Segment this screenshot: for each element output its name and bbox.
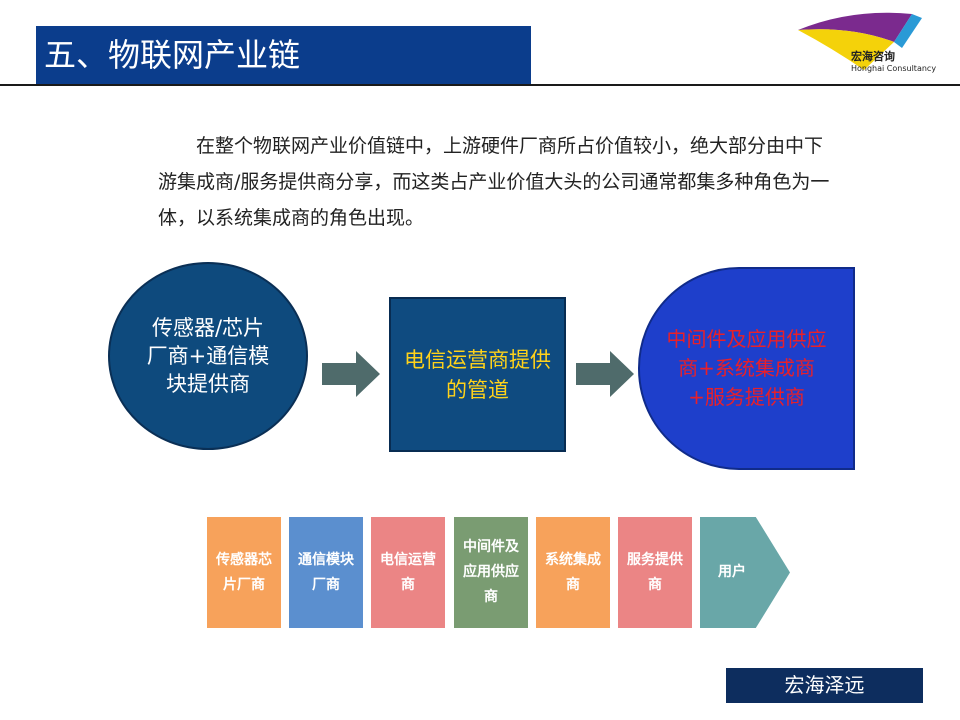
chain-step-service: 服务提供商 [618, 517, 692, 628]
upstream-label: 传感器/芯片厂商+通信模块提供商 [146, 316, 270, 396]
chain-step-label: 中间件及应用供应商 [463, 539, 519, 605]
header-divider [0, 84, 960, 86]
arrow-right-icon [576, 351, 634, 397]
chain-step-sensor: 传感器芯片厂商 [207, 517, 281, 628]
page-title: 五、物联网产业链 [44, 36, 301, 74]
chain-step-label: 系统集成商 [545, 551, 601, 593]
chain-step-label: 用户 [718, 564, 746, 580]
chain-step-module: 通信模块厂商 [289, 517, 363, 628]
chain-step-user: 用户 [700, 517, 790, 628]
chain-step-label: 通信模块厂商 [298, 551, 354, 593]
downstream-label: 中间件及应用供应商+系统集成商+服务提供商 [666, 327, 827, 409]
chain-step-label: 传感器芯片厂商 [216, 551, 272, 593]
title-bar: 五、物联网产业链 [36, 26, 531, 84]
arrow-right-icon [322, 351, 380, 397]
logo-subtitle: Honghai Consultancy [851, 64, 937, 73]
intro-text: 在整个物联网产业价值链中，上游硬件厂商所占价值较小，绝大部分由中下游集成商/服务… [158, 135, 830, 229]
logo-name: 宏海咨询 [851, 50, 895, 63]
intro-paragraph: 在整个物联网产业价值链中，上游硬件厂商所占价值较小，绝大部分由中下游集成商/服务… [158, 128, 838, 236]
upstream-circle: 传感器/芯片厂商+通信模块提供商 [108, 262, 308, 450]
chain-step-label: 服务提供商 [627, 551, 683, 593]
chain-step-label: 电信运营商 [380, 551, 436, 593]
chain-step-middleware: 中间件及应用供应商 [454, 517, 528, 628]
chain-step-operator: 电信运营商 [371, 517, 445, 628]
midstream-label: 电信运营商提供的管道 [404, 347, 551, 402]
chain-step-integrator: 系统集成商 [536, 517, 610, 628]
footer-brand: 宏海泽远 [726, 668, 923, 703]
pipe-box: 电信运营商提供的管道 [389, 297, 566, 452]
downstream-shape: 中间件及应用供应商+系统集成商+服务提供商 [638, 267, 855, 470]
logo-icon [798, 12, 922, 70]
